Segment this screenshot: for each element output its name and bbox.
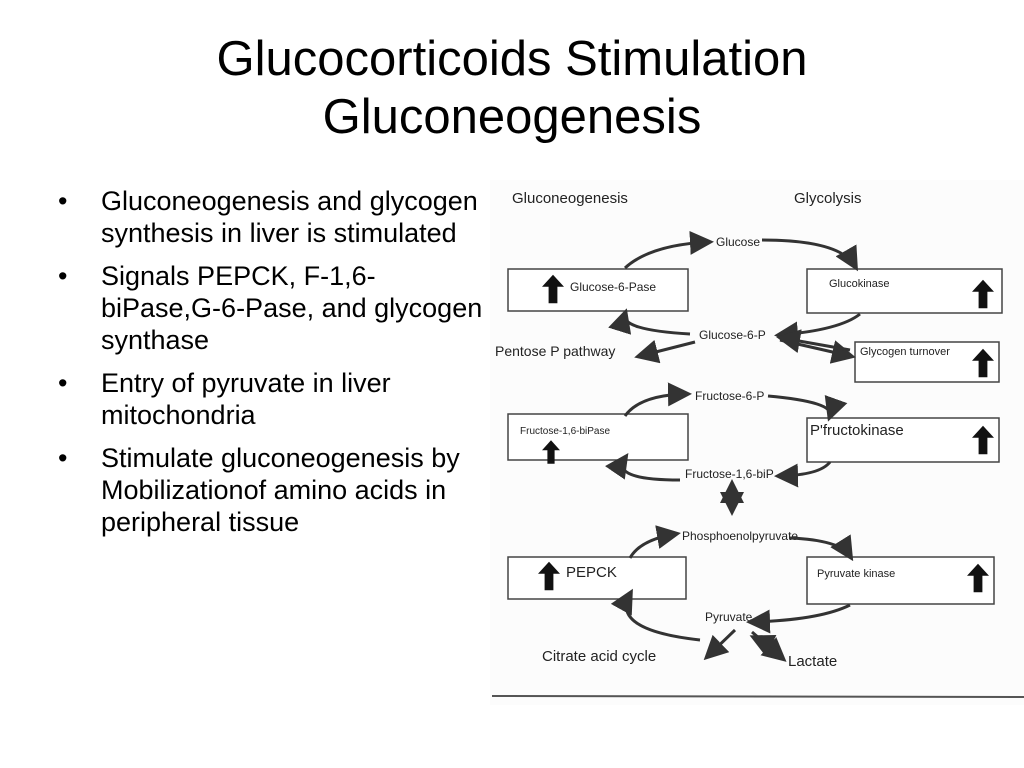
enzyme-box-pepck: [507, 556, 687, 600]
metabolite-fructose-6-p: Fructose-6-P: [695, 389, 764, 403]
citrate-cycle-label: Citrate acid cycle: [542, 648, 656, 665]
curved-arrow: [608, 308, 691, 336]
curved-arrow: [789, 534, 854, 562]
enzyme-box-glycogen-turnover: [854, 341, 1000, 383]
diagram-bottom-rule: [491, 695, 1024, 698]
metabolite-pyruvate: Pyruvate: [705, 610, 753, 624]
arrow-glycogen-back: [776, 329, 851, 353]
title-line-1: Glucocorticoids Stimulation: [216, 32, 808, 86]
enzyme-box-pfructokinase: [806, 417, 1000, 463]
curved-arrow: [610, 588, 701, 642]
bullet-item: Entry of pyruvate in liver mitochondria: [58, 367, 488, 431]
metabolite-fructose-1-6-bip: Fructose-1,6-biP: [685, 467, 774, 481]
arrow-to-citrate: [703, 628, 737, 661]
curved-arrow: [623, 230, 714, 270]
bullet-item: Stimulate gluconeogenesis by Mobilizatio…: [58, 442, 488, 538]
curved-arrow: [774, 312, 861, 346]
enzyme-label: Glucose-6-Pase: [570, 280, 656, 294]
bullet-item: Gluconeogenesis and glycogen synthesis i…: [58, 185, 488, 249]
enzyme-label: Pyruvate kinase: [817, 568, 895, 580]
bullet-list: Gluconeogenesis and glycogen synthesis i…: [58, 185, 488, 549]
metabolite-glucose-6-p: Glucose-6-P: [699, 328, 766, 342]
slide-title: Glucocorticoids Stimulation Gluconeogene…: [0, 30, 1024, 146]
curved-arrow: [761, 238, 859, 272]
curved-arrow: [628, 525, 681, 559]
enzyme-label: Glucokinase: [829, 278, 890, 290]
title-line-2: Gluconeogenesis: [322, 90, 702, 144]
pathway-diagram: Gluconeogenesis Glycolysis Glucose-6-Pas…: [490, 180, 1024, 705]
enzyme-label: P'fructokinase: [810, 422, 904, 439]
curved-arrow: [604, 453, 681, 482]
curved-arrow: [623, 382, 692, 417]
enzyme-label: Fructose-1,6-biPase: [520, 426, 610, 437]
enzyme-label: PEPCK: [566, 564, 617, 581]
pentose-pathway-label: Pentose P pathway: [495, 343, 615, 359]
metabolite-glucose: Glucose: [716, 235, 760, 249]
curved-arrow: [746, 603, 851, 634]
curved-arrow: [767, 394, 848, 422]
curved-arrow: [774, 460, 832, 488]
arrow-lactate-back: [749, 634, 781, 657]
lactate-label: Lactate: [788, 653, 837, 670]
arrow-to-pentose: [634, 339, 696, 364]
enzyme-box-glucokinase: [806, 268, 1003, 314]
enzyme-label: Glycogen turnover: [860, 346, 950, 358]
enzyme-box-glucose-6-pase: [507, 268, 689, 312]
glycolysis-heading: Glycolysis: [794, 190, 862, 207]
enzyme-box-pyruvate-kinase: [806, 556, 995, 605]
metabolite-phosphoenolpyruvate: Phosphoenolpyruvate: [682, 529, 798, 543]
pathway-svg: Gluconeogenesis Glycolysis Glucose-6-Pas…: [491, 190, 1024, 698]
gluconeogenesis-heading: Gluconeogenesis: [512, 190, 628, 207]
enzyme-box-fructose-1-6-bipase: [507, 413, 689, 461]
bullet-item: Signals PEPCK, F-1,6-biPase,G-6-Pase, an…: [58, 260, 488, 356]
